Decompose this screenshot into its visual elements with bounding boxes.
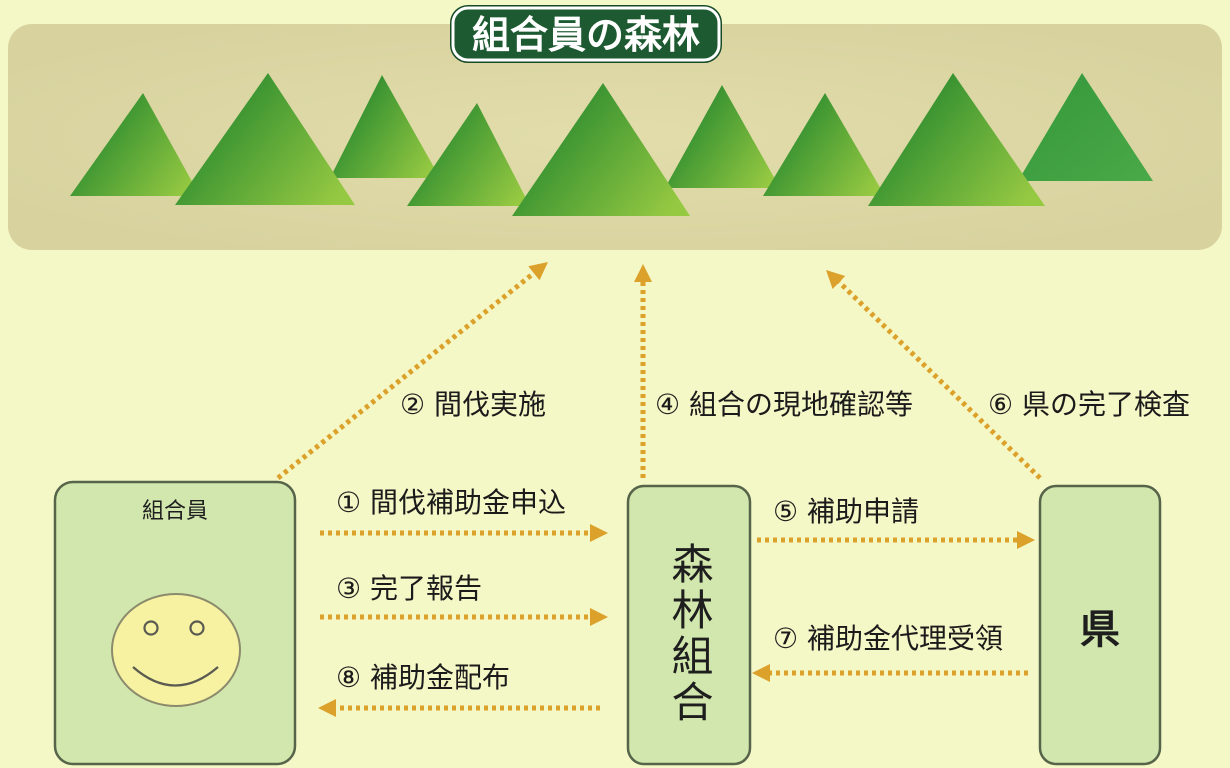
step-label-6: ⑥ 県の完了検査 bbox=[988, 388, 1190, 421]
arrowhead bbox=[318, 699, 336, 717]
node-prefecture: 県 bbox=[1038, 484, 1162, 766]
arrowhead bbox=[826, 270, 846, 289]
title-badge-outline bbox=[450, 5, 722, 63]
arrowhead bbox=[590, 608, 608, 626]
node-cooperative-label: 森林組合 bbox=[665, 542, 714, 726]
mountains bbox=[70, 73, 1153, 216]
step-label-3: ③ 完了報告 bbox=[336, 572, 482, 605]
mountain bbox=[330, 75, 440, 178]
arrow-step-3 bbox=[320, 608, 608, 626]
mountain bbox=[665, 85, 780, 188]
face-eye bbox=[189, 620, 205, 636]
smiley-face-icon bbox=[111, 593, 241, 707]
node-member: 組合員 bbox=[53, 480, 297, 766]
arrow-step-5 bbox=[757, 531, 1035, 549]
step-label-8: ⑧ 補助金配布 bbox=[336, 661, 510, 694]
title-badge bbox=[451, 6, 721, 62]
face-smile bbox=[132, 666, 219, 687]
arrowhead bbox=[590, 524, 608, 542]
arrow-step-1 bbox=[320, 524, 608, 542]
node-member-label: 組合員 bbox=[142, 499, 208, 524]
step-label-5: ⑤ 補助申請 bbox=[773, 495, 919, 528]
arrow-line bbox=[276, 271, 536, 480]
arrow-step-4 bbox=[634, 264, 652, 478]
mountain bbox=[512, 83, 690, 216]
diagram-title: 組合員の森林 bbox=[472, 13, 700, 57]
face-circle bbox=[111, 593, 241, 707]
node-prefecture-label: 県 bbox=[1080, 607, 1120, 653]
arrowhead bbox=[528, 262, 548, 281]
mountain bbox=[868, 73, 1045, 206]
face-eye bbox=[143, 620, 159, 636]
arrow-step-8 bbox=[318, 699, 600, 717]
arrowhead bbox=[1017, 531, 1035, 549]
mountain bbox=[763, 93, 885, 196]
arrowhead bbox=[634, 264, 652, 282]
node-cooperative bbox=[626, 484, 752, 766]
arrow-step-6 bbox=[826, 270, 1042, 480]
mountain bbox=[175, 73, 355, 205]
mountain bbox=[1018, 73, 1153, 181]
step-label-7: ⑦ 補助金代理受領 bbox=[773, 622, 1003, 655]
node-box bbox=[1038, 484, 1162, 766]
node-cooperative-label-wrap: 森林組合 bbox=[628, 542, 750, 738]
step-label-2: ② 間伐実施 bbox=[400, 388, 546, 421]
mountain bbox=[70, 93, 200, 196]
arrow-step-2 bbox=[276, 262, 548, 480]
arrow-line bbox=[837, 280, 1042, 480]
step-label-4: ④ 組合の現地確認等 bbox=[655, 388, 913, 421]
arrow-step-7 bbox=[752, 664, 1028, 682]
step-label-1: ① 間伐補助金申込 bbox=[336, 486, 566, 519]
arrowhead bbox=[752, 664, 770, 682]
mountain bbox=[407, 103, 530, 206]
